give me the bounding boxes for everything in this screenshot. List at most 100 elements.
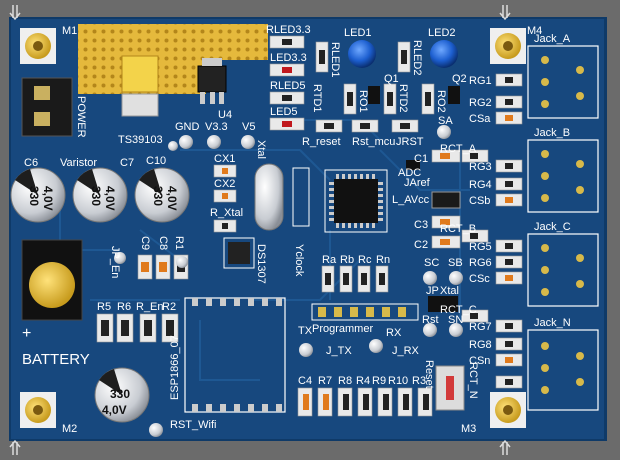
label-r1: R1 bbox=[173, 236, 185, 250]
label-r-en: R_En bbox=[136, 301, 164, 313]
label-u4: U4 bbox=[218, 109, 232, 121]
label-adc: ADC bbox=[398, 167, 421, 179]
label-esp: ESP1866_07 bbox=[169, 335, 181, 400]
cap-c10-value: 330 bbox=[151, 186, 165, 206]
label-ts39103: TS39103 bbox=[118, 134, 163, 146]
programmer-header bbox=[311, 303, 419, 321]
label-yclock: Yclock bbox=[293, 244, 305, 277]
rtc-ds1307 bbox=[223, 237, 255, 269]
label-jack-c: Jack_C bbox=[534, 221, 571, 233]
label-jaref: JAref bbox=[404, 177, 431, 189]
label-c8: C8 bbox=[157, 236, 169, 250]
label-ra: Ra bbox=[322, 254, 337, 266]
label-c1: C1 bbox=[414, 153, 428, 165]
label-sa: SA bbox=[438, 115, 453, 127]
label-cx1: CX1 bbox=[214, 153, 235, 165]
cap-c6-value: 330 bbox=[27, 186, 41, 206]
label-xtal2: Xtal bbox=[440, 285, 459, 297]
cap-c10-voltage: 4,0V bbox=[165, 186, 179, 211]
jack-connectors bbox=[527, 45, 599, 411]
label-varistor: Varistor bbox=[60, 157, 97, 169]
label-rg8: RG8 bbox=[469, 339, 492, 351]
label-rst-mcu: Rst_mcu bbox=[352, 136, 395, 148]
label-c2: C2 bbox=[414, 239, 428, 251]
label-rg3: RG3 bbox=[469, 161, 492, 173]
crystal-xtal bbox=[254, 163, 310, 231]
label-rled5: RLED5 bbox=[270, 80, 305, 92]
label-r10: R10 bbox=[388, 375, 408, 387]
label-rg5: RG5 bbox=[469, 241, 492, 253]
label-csa: CSa bbox=[469, 113, 491, 125]
label-c7: C7 bbox=[120, 157, 134, 169]
smd-components bbox=[96, 35, 523, 417]
label-c9: C9 bbox=[139, 236, 151, 250]
label-rg4: RG4 bbox=[469, 179, 492, 191]
cap-c7-voltage: 4,0V bbox=[103, 186, 117, 211]
label-ro1: RO1 bbox=[357, 90, 369, 113]
label-r-xtal: R_Xtal bbox=[210, 207, 243, 219]
label-battery-plus: + bbox=[22, 325, 31, 342]
label-jack-a: Jack_A bbox=[534, 33, 571, 45]
label-csn: CSn bbox=[469, 355, 490, 367]
big-capacitors bbox=[10, 167, 190, 423]
mounting-hole-m4 bbox=[490, 28, 526, 64]
label-c3: C3 bbox=[414, 219, 428, 231]
label-r2: R2 bbox=[162, 301, 176, 313]
label-rg6: RG6 bbox=[469, 257, 492, 269]
label-rtd2: RTD2 bbox=[397, 84, 409, 113]
label-rx: RX bbox=[386, 327, 402, 339]
label-sb: SB bbox=[448, 257, 463, 269]
label-q2: Q2 bbox=[452, 73, 467, 85]
label-jack-b: Jack_B bbox=[534, 127, 570, 139]
label-programmer: Programmer bbox=[312, 323, 373, 335]
label-ro2: RO2 bbox=[435, 90, 447, 113]
label-v5: V5 bbox=[242, 121, 255, 133]
label-rg1: RG1 bbox=[469, 75, 492, 87]
label-rled2: RLED2 bbox=[411, 40, 423, 75]
label-r-reset: R_reset bbox=[302, 136, 341, 148]
label-xtal: Xtal bbox=[255, 140, 267, 159]
cap-c6-voltage: 4,0V bbox=[41, 186, 55, 211]
label-tx: TX bbox=[298, 325, 313, 337]
label-led1: LED1 bbox=[344, 27, 372, 39]
label-m4: M4 bbox=[527, 25, 542, 37]
label-r5: R5 bbox=[97, 301, 111, 313]
label-power: POWER bbox=[75, 96, 87, 138]
label-cx2: CX2 bbox=[214, 178, 235, 190]
label-ds1307: DS1307 bbox=[255, 244, 267, 284]
test-points-power bbox=[168, 135, 255, 151]
label-rg7: RG7 bbox=[469, 321, 492, 333]
label-jack-n: Jack_N bbox=[534, 317, 571, 329]
perfboard-area-2 bbox=[206, 24, 268, 60]
label-rct-b: RCT_B bbox=[440, 223, 476, 235]
led-2 bbox=[430, 40, 458, 68]
transistor-q1 bbox=[368, 86, 380, 104]
label-rst-wifi: RST_Wifi bbox=[170, 419, 216, 431]
battery-holder bbox=[21, 239, 83, 321]
label-j-tx: J_TX bbox=[326, 345, 352, 357]
transistor-q2 bbox=[448, 86, 460, 104]
label-r3: R3 bbox=[412, 375, 426, 387]
label-m2: M2 bbox=[62, 423, 77, 435]
label-reset: Reset bbox=[423, 360, 435, 389]
regulator-u4 bbox=[197, 58, 227, 104]
label-c10: C10 bbox=[146, 155, 166, 167]
label-gnd: GND bbox=[175, 121, 200, 133]
label-j-rx: J_RX bbox=[392, 345, 420, 357]
label-c6: C6 bbox=[24, 157, 38, 169]
label-csb: CSb bbox=[469, 195, 490, 207]
label-c4: C4 bbox=[298, 375, 312, 387]
jack-pads bbox=[541, 56, 584, 394]
label-led5: LED5 bbox=[270, 106, 298, 118]
cap-c7-value: 330 bbox=[89, 186, 103, 206]
label-rct-a: RCT_A bbox=[440, 143, 477, 155]
cap-bottom-voltage: 4,0V bbox=[102, 403, 127, 417]
label-m1: M1 bbox=[62, 25, 77, 37]
label-rtd1: RTD1 bbox=[311, 84, 323, 113]
mounting-hole-m3 bbox=[490, 392, 526, 428]
label-r9: R9 bbox=[372, 375, 386, 387]
mounting-hole-m2 bbox=[20, 392, 56, 428]
label-r8: R8 bbox=[338, 375, 352, 387]
reset-button[interactable] bbox=[435, 365, 465, 411]
label-led2: LED2 bbox=[428, 27, 456, 39]
